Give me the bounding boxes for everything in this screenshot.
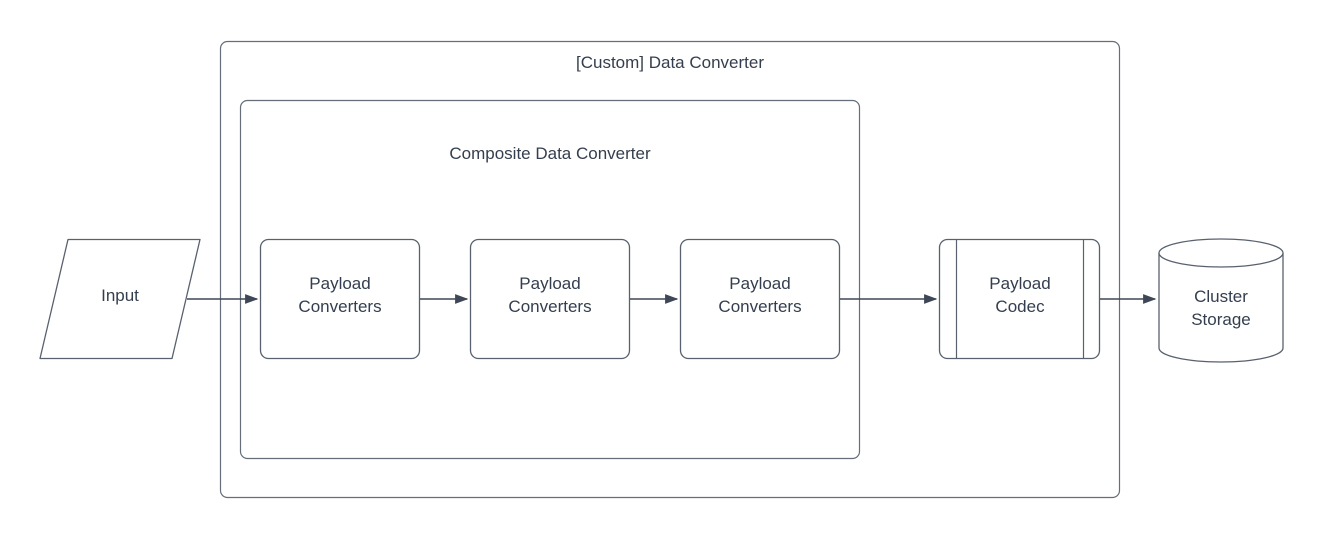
payload-converters-box-1 xyxy=(259,238,421,360)
composite-data-converter-container-box xyxy=(239,99,861,460)
payload-converters-box-2 xyxy=(469,238,631,360)
input-parallelogram xyxy=(39,238,201,360)
cluster-storage-cylinder-body xyxy=(1158,253,1284,363)
payload-converters-box-3 xyxy=(679,238,841,360)
cluster-storage-cylinder-top xyxy=(1158,238,1284,268)
custom-data-converter-container-box xyxy=(219,40,1121,499)
payload-codec-box xyxy=(938,238,1101,360)
